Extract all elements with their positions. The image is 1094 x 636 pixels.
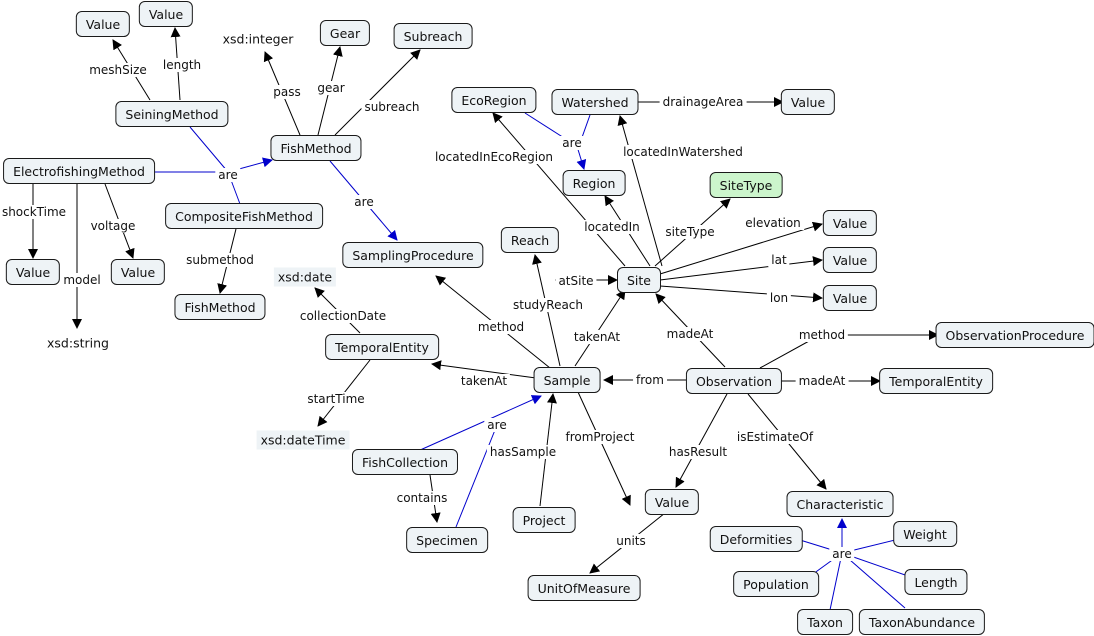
node-samplingprocedure[interactable]: SamplingProcedure	[342, 242, 484, 268]
node-value-result[interactable]: Value	[644, 489, 700, 515]
edge-label-are-sampling: are	[351, 195, 377, 209]
edge-are-sample-a	[417, 395, 542, 452]
edge-are-sample-b	[455, 424, 498, 528]
edge-label-method-obs: method	[795, 328, 849, 342]
edge-label-lat: lat	[768, 253, 790, 267]
edge-label-takenat-temporal: takenAt	[457, 374, 511, 388]
edge-takenat-site	[574, 289, 626, 367]
node-unitofmeasure[interactable]: UnitOfMeasure	[527, 575, 641, 601]
node-taxon[interactable]: Taxon	[797, 609, 853, 635]
node-sitetype[interactable]: SiteType	[709, 172, 783, 198]
edge-label-sitetype: siteType	[662, 225, 718, 239]
node-value-length[interactable]: Value	[138, 1, 194, 27]
edge-label-submethod: submethod	[183, 253, 257, 267]
node-fishcollection[interactable]: FishCollection	[351, 449, 459, 475]
node-characteristic[interactable]: Characteristic	[786, 491, 894, 517]
edge-label-subreach: subreach	[361, 100, 423, 114]
node-weight[interactable]: Weight	[893, 521, 957, 547]
edge-label-madeat-temporal: madeAt	[795, 374, 849, 388]
node-ecoregion[interactable]: EcoRegion	[451, 87, 537, 113]
edge-label-takenat-site: takenAt	[570, 330, 624, 344]
edge-label-lon: lon	[766, 291, 792, 305]
edge-label-contains: contains	[393, 491, 451, 505]
node-value-meshsize[interactable]: Value	[75, 11, 131, 37]
node-reach[interactable]: Reach	[500, 227, 560, 253]
edge-label-locatedin: locatedIn	[581, 220, 643, 234]
node-value-lon[interactable]: Value	[822, 285, 878, 311]
literal-xsd-string: xsd:string	[47, 335, 109, 351]
edge-locatedinecoregion	[492, 112, 626, 267]
node-electrofishingmethod[interactable]: ElectrofishingMethod	[3, 158, 155, 184]
node-subreach[interactable]: Subreach	[393, 23, 473, 49]
node-value-shocktime[interactable]: Value	[5, 259, 61, 285]
edge-label-model: model	[60, 273, 104, 287]
node-seiningmethod[interactable]: SeiningMethod	[115, 101, 229, 127]
edge-label-shocktime: shockTime	[0, 205, 70, 219]
literal-xsd-datetime: xsd:dateTime	[256, 430, 350, 450]
node-observationprocedure[interactable]: ObservationProcedure	[935, 322, 1094, 348]
node-site[interactable]: Site	[617, 267, 661, 293]
edge-label-voltage: voltage	[87, 219, 139, 233]
edge-label-pass: pass	[270, 85, 304, 99]
edge-label-meshsize: meshSize	[86, 63, 150, 77]
edge-label-gear: gear	[314, 81, 348, 95]
edge-label-locatedinwatershed: locatedInWatershed	[620, 145, 746, 159]
node-observation[interactable]: Observation	[685, 368, 783, 394]
node-compositefishmethod[interactable]: CompositeFishMethod	[165, 203, 323, 229]
edge-label-fromproject: fromProject	[562, 430, 638, 444]
node-watershed[interactable]: Watershed	[551, 89, 639, 115]
edge-label-hassample: hasSample	[486, 445, 560, 459]
edge-lat	[659, 256, 823, 281]
node-project[interactable]: Project	[512, 507, 576, 533]
node-sample[interactable]: Sample	[533, 367, 601, 393]
node-temporalentity[interactable]: TemporalEntity	[325, 334, 439, 360]
edge-takenat-temporal	[431, 360, 537, 379]
edge-fromproject	[577, 391, 631, 506]
literal-xsd-integer: xsd:integer	[222, 31, 294, 47]
node-population[interactable]: Population	[733, 571, 819, 597]
edge-are-seining	[189, 126, 229, 173]
edge-label-isestimateof: isEstimateOf	[733, 430, 817, 444]
edge-lon	[659, 285, 823, 303]
node-gear[interactable]: Gear	[319, 20, 371, 46]
node-fishmethod-sub[interactable]: FishMethod	[174, 294, 266, 320]
edge-subreach	[334, 49, 421, 136]
node-value-elevation[interactable]: Value	[822, 210, 878, 236]
edge-label-are-char: are	[829, 547, 855, 561]
node-region[interactable]: Region	[562, 170, 626, 196]
edge-label-length: length	[159, 58, 205, 72]
edge-label-are-region: are	[559, 136, 585, 150]
edge-elevation	[659, 221, 823, 275]
node-specimen[interactable]: Specimen	[406, 527, 488, 553]
edge-label-collectiondate: collectionDate	[296, 309, 390, 323]
edge-label-drainagearea: drainageArea	[659, 95, 747, 109]
literal-xsd-date: xsd:date	[273, 267, 337, 287]
node-deformities[interactable]: Deformities	[709, 526, 803, 552]
edge-label-locatedinecoregion: locatedInEcoRegion	[431, 150, 557, 164]
node-temporalentity-obs[interactable]: TemporalEntity	[879, 368, 993, 394]
node-length[interactable]: Length	[904, 569, 968, 595]
node-fishmethod[interactable]: FishMethod	[270, 135, 362, 161]
edge-label-studyreach: studyReach	[509, 298, 587, 312]
edge-label-hasresult: hasResult	[665, 445, 731, 459]
edge-label-from: from	[633, 373, 667, 387]
edge-label-units: units	[613, 534, 649, 548]
edge-label-madeat-site: madeAt	[663, 327, 717, 341]
node-taxonabundance[interactable]: TaxonAbundance	[858, 609, 986, 635]
edge-label-are-fishmethod: are	[215, 168, 241, 182]
edge-hasresult	[675, 393, 728, 488]
node-value-lat[interactable]: Value	[822, 247, 878, 273]
edge-are-taxon	[829, 552, 843, 611]
edge-are-taxonabund	[841, 552, 906, 609]
edge-label-elevation: elevation	[742, 216, 804, 230]
node-value-voltage[interactable]: Value	[110, 259, 166, 285]
edge-label-starttime: startTime	[304, 392, 368, 406]
edge-label-method: method	[474, 320, 528, 334]
node-value-drainagearea[interactable]: Value	[780, 89, 836, 115]
edge-locatedinwatershed	[617, 115, 663, 267]
edge-label-atsite: atSite	[555, 274, 597, 288]
edge-label-are-sample: are	[484, 418, 510, 432]
